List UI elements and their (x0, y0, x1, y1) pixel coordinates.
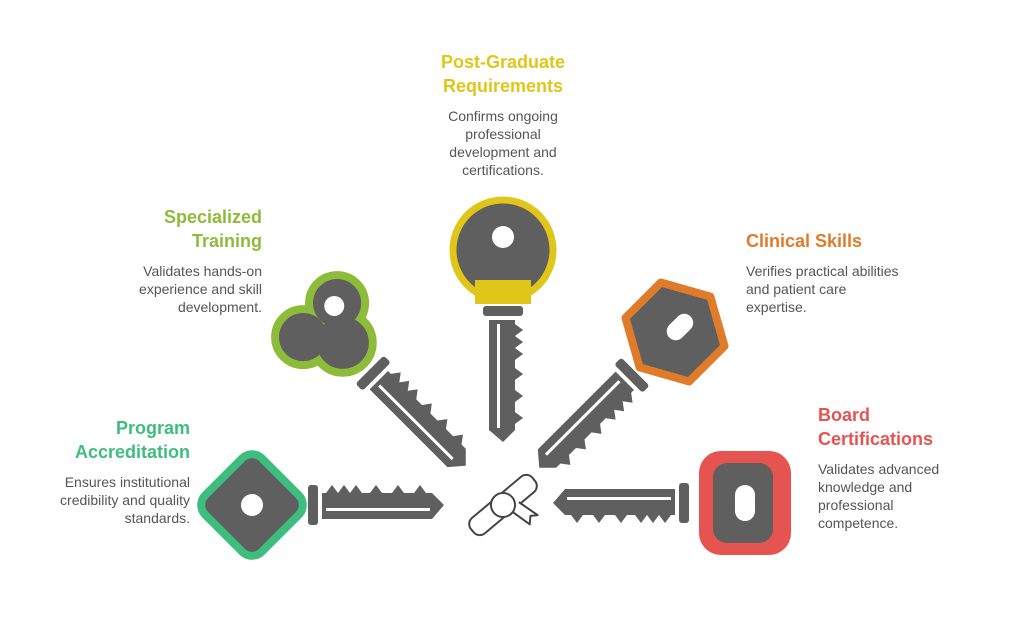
key-specialized-training (271, 271, 480, 480)
item-description: Verifies practical abilities and patient … (746, 262, 946, 316)
desc-line: development and (449, 144, 557, 160)
title-line: Training (191, 231, 262, 251)
desc-line: Validates advanced (818, 461, 940, 477)
title-line: Program (115, 418, 190, 438)
title-line: Post-Graduate (440, 52, 566, 72)
desc-line: Verifies practical abilities (746, 263, 899, 279)
key-post-graduate (449, 196, 557, 442)
title-line: Specialized (163, 207, 262, 227)
desc-line: Ensures institutional (64, 474, 190, 490)
key-clinical-skills (525, 278, 729, 482)
item-title: Clinical Skills (746, 229, 946, 253)
title-line: Requirements (442, 76, 564, 96)
desc-line: knowledge and (818, 479, 913, 495)
desc-line: development. (177, 299, 262, 315)
key-board-certifications (553, 451, 791, 555)
desc-line: experience and skill (139, 281, 262, 297)
desc-line: competence. (818, 515, 899, 531)
desc-line: credibility and quality (60, 492, 190, 508)
desc-line: professional (465, 126, 541, 142)
desc-line: standards. (124, 510, 190, 526)
desc-line: and patient care (746, 281, 847, 297)
desc-line: certifications. (462, 162, 544, 178)
item-description: Validates hands-on experience and skill de… (100, 262, 262, 316)
key-program-accreditation (197, 450, 444, 560)
title-line: Board (818, 405, 871, 425)
item-description: Confirms ongoing professional development … (413, 107, 593, 179)
desc-line: professional (818, 497, 894, 513)
diploma-scroll-icon (468, 473, 539, 537)
item-description: Ensures institutional credibility and qua… (30, 473, 190, 527)
desc-line: expertise. (746, 299, 807, 315)
title-line: Clinical Skills (746, 231, 863, 251)
desc-line: Validates hands-on (143, 263, 262, 279)
item-description: Validates advanced knowledge and professio… (818, 460, 998, 532)
item-clinical-skills: Clinical Skills Verifies practical abili… (746, 229, 946, 316)
title-line: Accreditation (74, 442, 190, 462)
title-line: Certifications (818, 429, 934, 449)
desc-line: Confirms ongoing (448, 108, 558, 124)
